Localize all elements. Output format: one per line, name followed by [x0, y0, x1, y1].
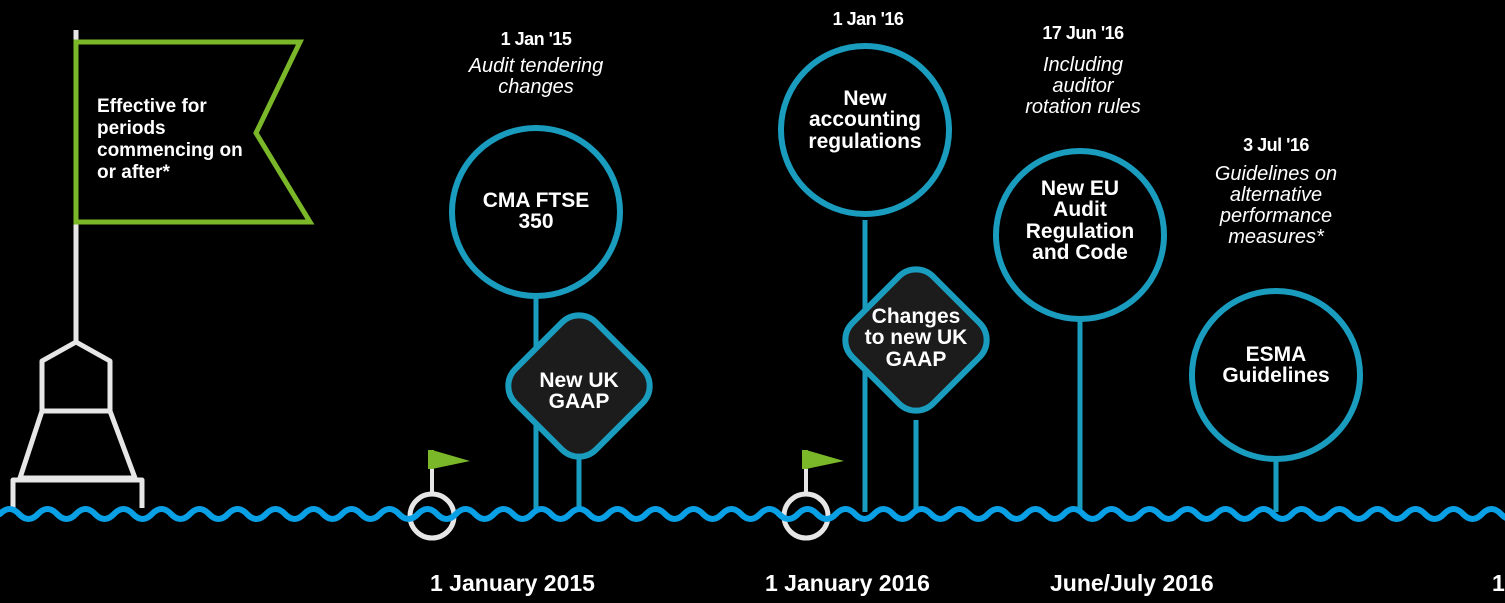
event-date: 1 Jan '15 [500, 29, 572, 49]
event-date: 17 Jun '16 [1042, 23, 1124, 43]
event-date: 1 Jan '16 [832, 9, 904, 29]
small-buoy-icon [781, 450, 844, 541]
flag-icon [73, 39, 315, 225]
event-date: 3 Jul '16 [1243, 135, 1309, 155]
event-note: Guidelines on alternative performance me… [1214, 163, 1338, 248]
event-circle [1189, 288, 1363, 462]
event-label: New UK GAAP [539, 369, 619, 414]
axis-label: 1 January 2016 [765, 570, 930, 596]
event-label: CMA FTSE 350 [482, 189, 590, 234]
event-diamond [505, 312, 653, 460]
axis-label: 1 January 2015 [430, 570, 595, 596]
event-label: ESMA Guidelines [1222, 343, 1330, 388]
event-circle [778, 43, 952, 217]
event-label: New EU Audit Regulation and Code [1025, 177, 1135, 265]
event-label: Changes to new UK GAAP [864, 305, 968, 371]
event-circle [449, 125, 623, 299]
event-note: Audit tendering changes [468, 55, 604, 98]
event-note: Including auditor rotation rules [1025, 54, 1141, 118]
axis-label: June/July 2016 [1050, 570, 1214, 596]
event-label: New accounting regulations [808, 87, 922, 153]
water-line [0, 506, 1505, 522]
axis-label: 1 [1492, 570, 1505, 596]
event-circle [993, 148, 1167, 322]
event-diamond [842, 266, 990, 414]
small-buoy-icon [407, 450, 470, 541]
flag-text: Effective for periods commencing on or a… [97, 96, 243, 183]
